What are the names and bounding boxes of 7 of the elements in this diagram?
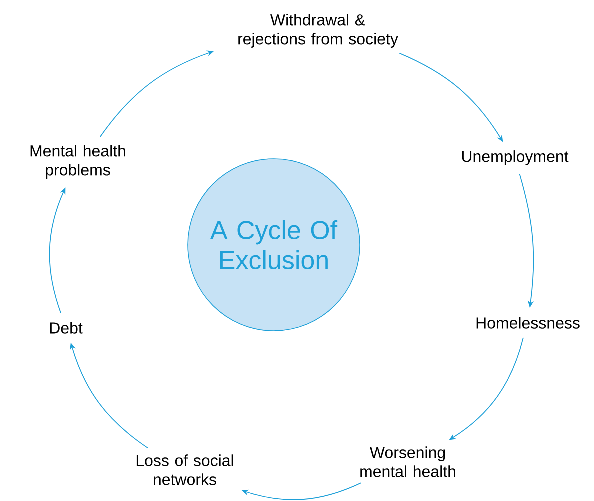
stage-label: Debt bbox=[50, 322, 83, 334]
stage-label: Mental health problems bbox=[30, 145, 126, 179]
stage-label: Loss of social networks bbox=[136, 454, 234, 486]
stage-label: Unemployment bbox=[462, 150, 569, 166]
stage-label: Worsening mental health bbox=[360, 446, 456, 478]
stage-label: Withdrawal & rejections from society bbox=[238, 14, 398, 48]
stage-label: Homelessness bbox=[476, 317, 580, 329]
